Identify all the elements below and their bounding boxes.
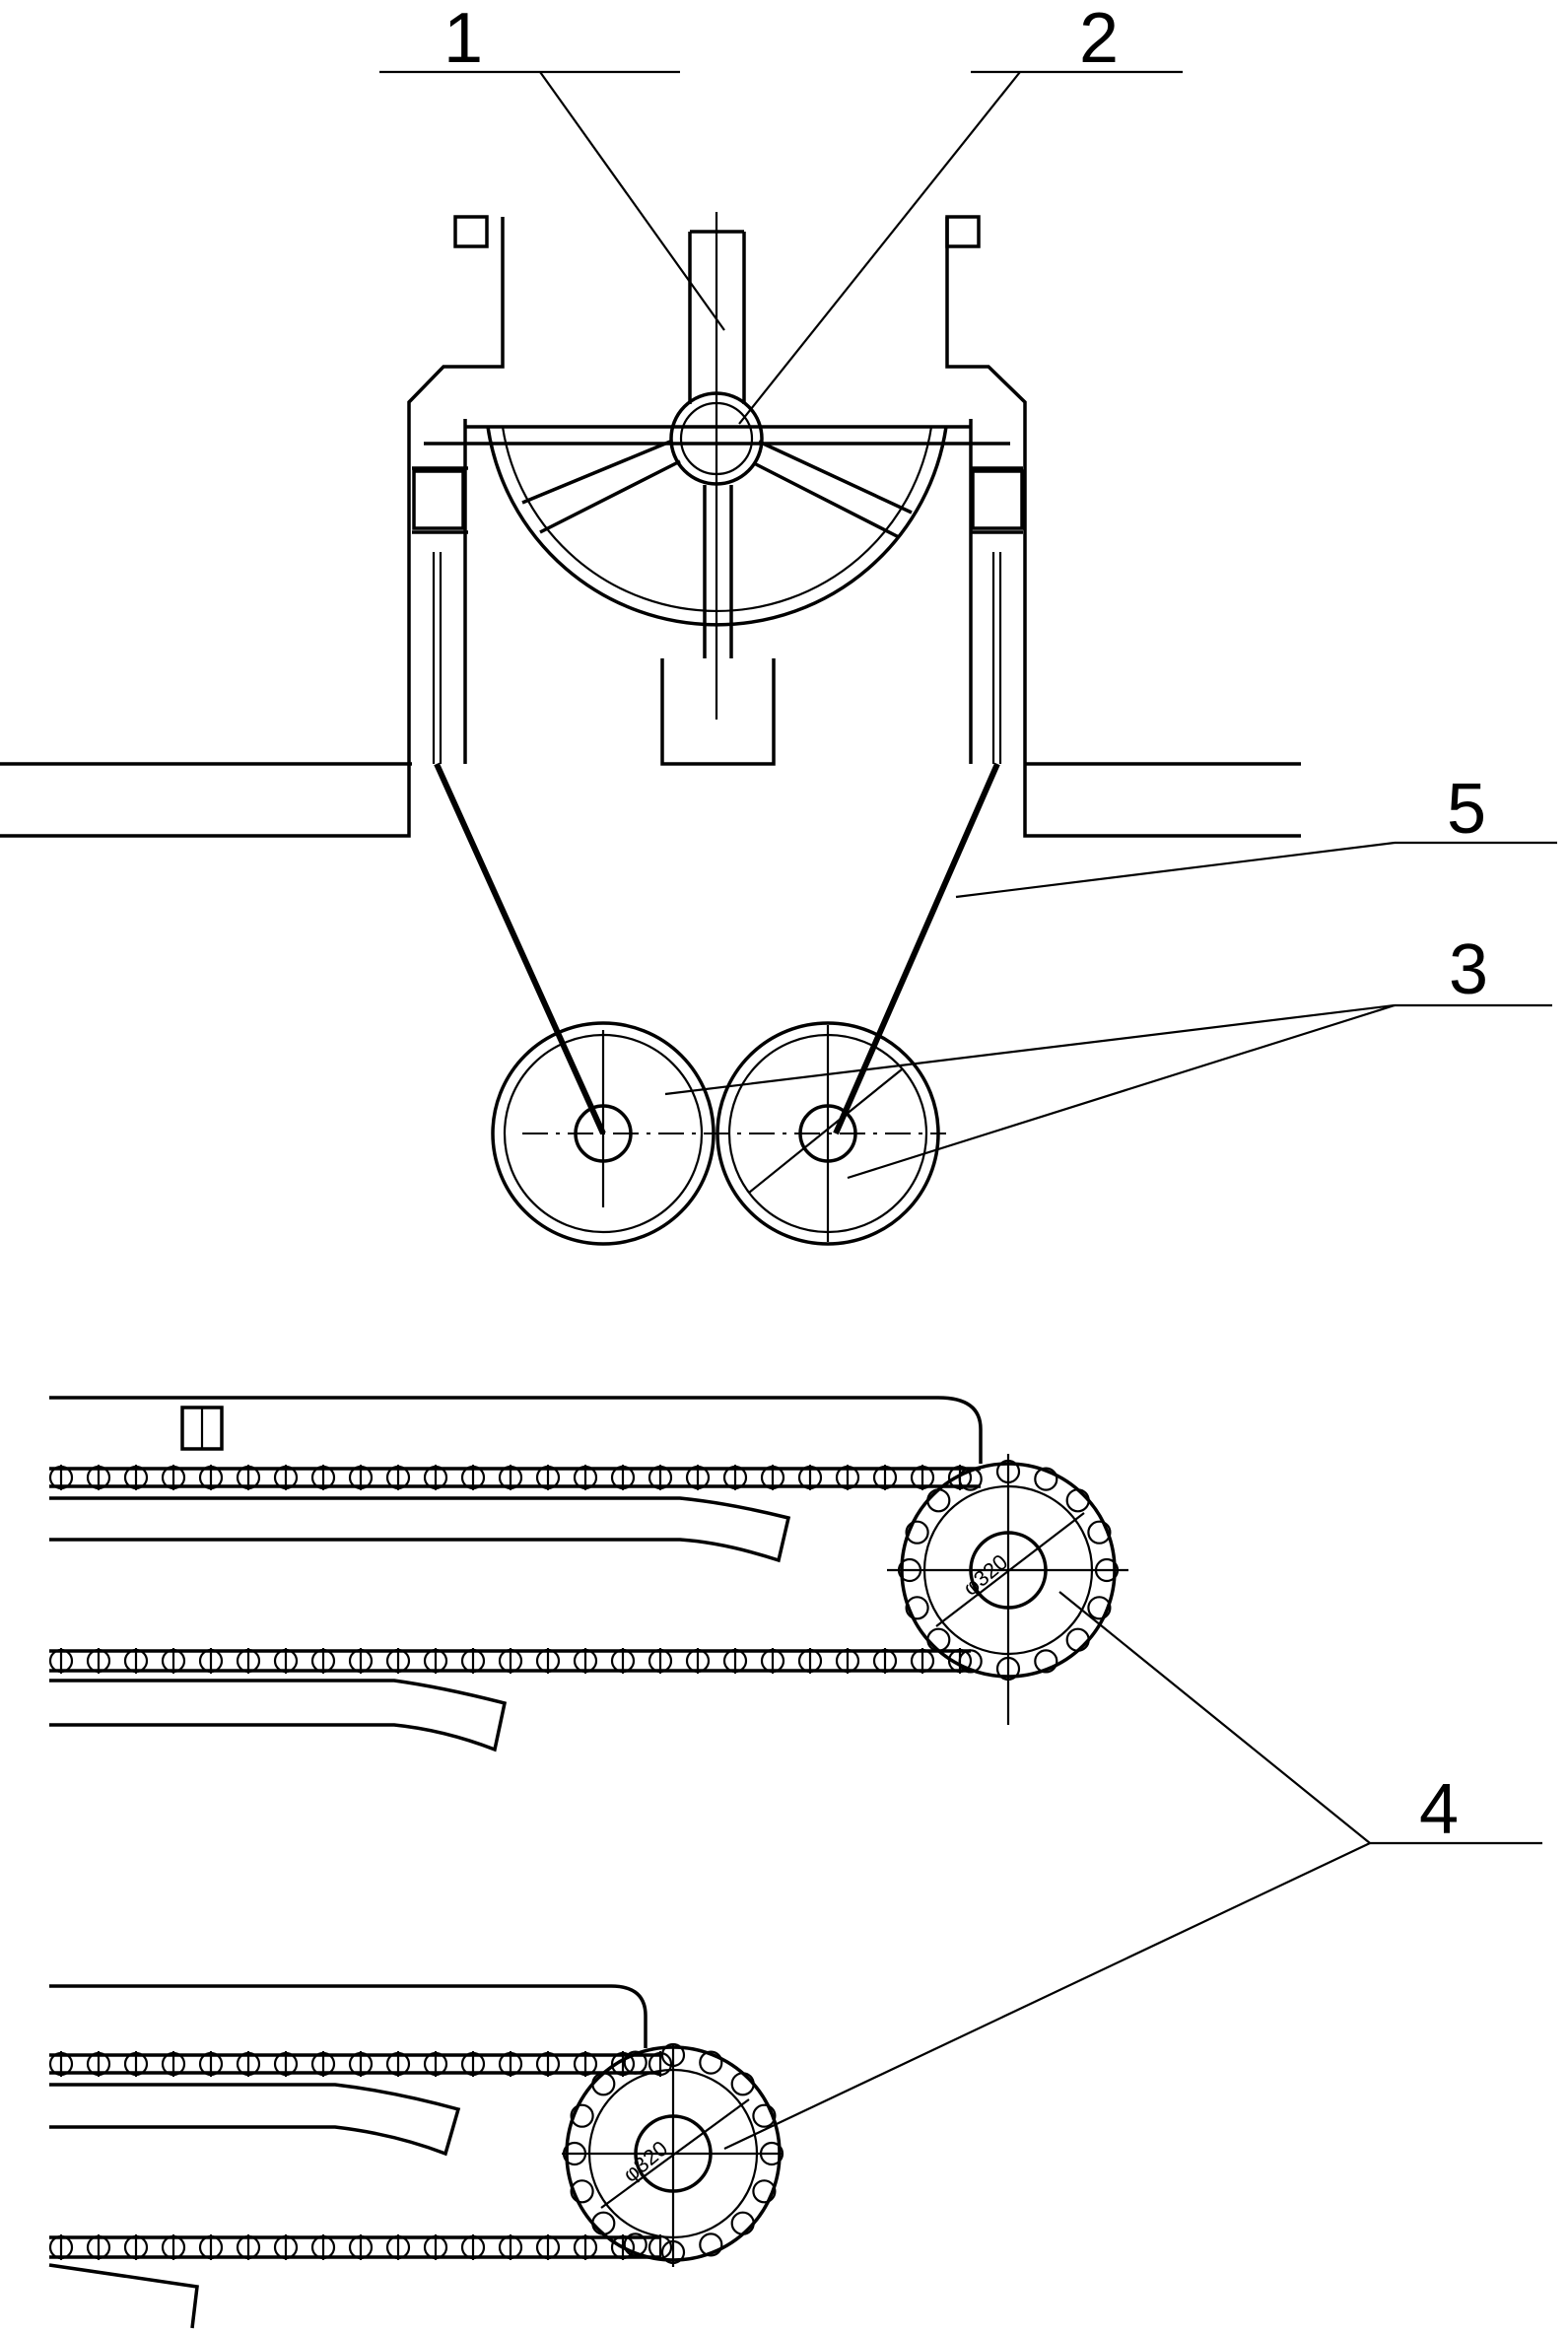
sprocket-tooth [570,2103,594,2128]
right-frame [945,217,1301,838]
right-frame-inner [969,419,1301,766]
sprocket-tooth [905,1520,929,1545]
leader-line-4a [1058,1591,1371,1844]
upper-liner-a [49,1496,791,1563]
leader-line-5 [955,841,1396,899]
left-frame-inner [0,419,468,766]
callout-label-1: 1 [443,0,483,78]
sprocket-tooth [660,2042,686,2068]
sprocket-tooth [958,1467,983,1491]
upper-guide-rail [49,1396,983,1464]
callout-label-5: 5 [1447,770,1486,849]
sprocket-tooth [699,2050,723,2075]
sprocket-tooth [1094,1557,1120,1583]
sprocket-tooth [752,2103,777,2128]
lower-liner-a [49,2083,461,2157]
sprocket-tooth [570,2179,594,2204]
sprocket-tooth [1034,1649,1058,1674]
upper-sprocket-label: φ320 [958,1549,1012,1601]
upper-sprocket-diag [935,1512,1085,1627]
leader-line-4b [723,1842,1371,2150]
rollers [491,1021,946,1246]
sprocket-tooth [958,1649,983,1674]
spoke-right [753,440,913,539]
left-bracket-block [412,469,465,530]
lower-chain-bottom-links [48,2234,673,2260]
sprocket-tooth [730,2072,755,2096]
left-top-stub [453,215,489,248]
sprocket-tooth [591,2072,616,2096]
sprocket-tooth [660,2239,686,2265]
vessel-outlet [660,658,776,766]
sprocket-tooth [759,2141,784,2166]
right-bracket-block [971,469,1024,530]
sprocket-tooth [752,2179,777,2204]
sprocket-tooth [897,1557,922,1583]
upper-liner-b [49,1679,508,1752]
upper-chain-bottom-links [48,1648,973,1674]
sprocket-tooth [623,2232,648,2257]
sprocket-tooth [1065,1488,1090,1513]
upper-sprocket: φ320 [887,1454,1128,1725]
sprocket-tooth [905,1596,929,1620]
sprocket-tooth [730,2211,755,2235]
sprocket-tooth [1034,1467,1058,1491]
vessel-assembly [0,212,1301,838]
callout-label-2: 2 [1079,0,1119,78]
rope [434,762,1000,1135]
lower-guide-rail [49,1984,648,2048]
leader-line-3a [664,1003,1396,1096]
lower-sprocket: φ320 [562,2042,784,2267]
lower-liner-b [48,2263,199,2329]
left-frame [0,217,505,838]
rope-left [434,762,606,1135]
lower-conveyor: φ320 [48,1984,784,2329]
callout-labels: 1 2 5 3 4 [379,0,1557,2150]
callout-label-3: 3 [1449,930,1488,1009]
leader-line-2 [738,71,1021,425]
sprocket-tooth [699,2232,723,2257]
lower-chain-top-links [48,2051,673,2077]
sprocket-tooth [1087,1596,1112,1620]
sprocket-tooth [1065,1627,1090,1652]
sprocket-tooth [926,1488,951,1513]
callout-label-4: 4 [1419,1770,1459,1849]
lower-sprocket-teeth [562,2042,784,2265]
sprocket-tooth [562,2141,587,2166]
sprocket-tooth [591,2211,616,2235]
sprocket-tooth [995,1459,1021,1484]
right-roller-diag [748,1068,903,1194]
right-top-stub [945,215,981,248]
rope-right [833,762,1000,1135]
leader-line-1 [539,71,725,331]
sprocket-tooth [1087,1520,1112,1545]
spoke-left [521,440,681,534]
upper-sprocket-teeth [897,1459,1120,1682]
sprocket-tooth [926,1627,951,1652]
lower-sprocket-diag [600,2098,750,2209]
spoke-down [703,485,733,658]
sprocket-tooth [995,1656,1021,1682]
sprocket-tooth [623,2050,648,2075]
upper-conveyor: φ320 [48,1396,1128,1752]
upper-chain-top-links [48,1465,973,1490]
